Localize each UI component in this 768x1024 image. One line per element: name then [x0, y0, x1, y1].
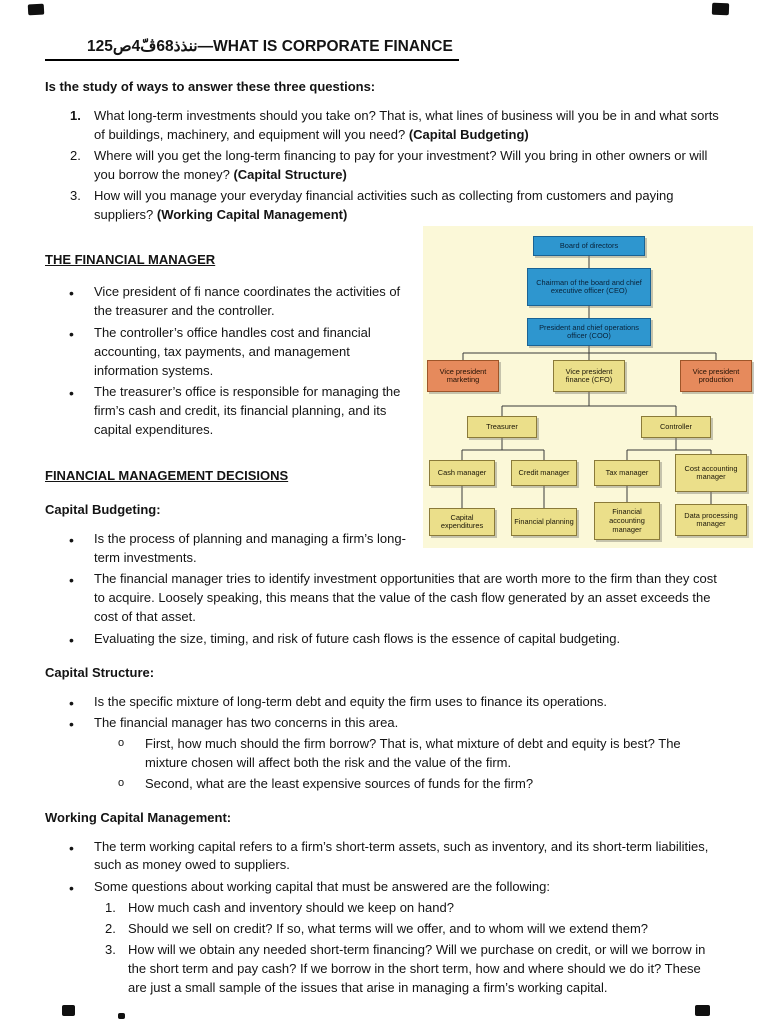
capital-structure-heading: Capital Structure:: [45, 664, 155, 680]
bullet-item: Is the specific mixture of long-term deb…: [45, 693, 723, 713]
bullet-item: Some questions about working capital tha…: [45, 878, 723, 997]
sub-bullet-item: Second, what are the least expensive sou…: [94, 775, 723, 794]
numbered-item: How will we obtain any needed short-term…: [105, 941, 706, 995]
working-capital-questions: How much cash and inventory should we ke…: [94, 899, 723, 997]
orgchart-node-board: Board of directors: [533, 236, 645, 257]
numbered-item: Should we sell on credit? If so, what te…: [105, 920, 649, 939]
financial-manager-list: Vice president of fi nance coordinates t…: [45, 283, 723, 440]
bullet-text: The financial manager has two concerns i…: [94, 715, 399, 731]
document-content: 125ننذذ68ڤّ4ص—WHAT IS CORPORATE FINANCE …: [0, 0, 768, 997]
bullet-item: The financial manager tries to identify …: [45, 570, 723, 627]
bullet-item: Is the process of planning and managing …: [45, 530, 723, 568]
capital-structure-sublist: First, how much should the firm borrow? …: [94, 735, 723, 794]
question-item: What long-term investments should you ta…: [45, 107, 723, 145]
question-item: How will you manage your everyday financ…: [45, 187, 723, 225]
question-term: (Working Capital Management): [156, 206, 348, 222]
bullet-item: Vice president of fi nance coordinates t…: [45, 283, 723, 321]
question-text: Where will you get the long-term financi…: [94, 148, 708, 182]
capital-budgeting-list: Is the process of planning and managing …: [45, 530, 723, 650]
questions-list: What long-term investments should you ta…: [45, 107, 723, 224]
working-capital-list: The term working capital refers to a fir…: [45, 838, 723, 998]
question-item: Where will you get the long-term financi…: [45, 147, 723, 185]
orgchart-node-tax-manager: Tax manager: [594, 460, 660, 487]
question-text: How will you manage your everyday financ…: [94, 187, 674, 222]
capital-budgeting-heading: Capital Budgeting:: [45, 501, 161, 517]
scan-artifact: [118, 1013, 125, 1019]
scan-artifact: [62, 1005, 75, 1016]
question-term: (Capital Structure): [233, 166, 347, 182]
orgchart-node-credit-manager: Credit manager: [511, 460, 577, 487]
scan-artifact: [711, 2, 730, 16]
sub-bullet-item: First, how much should the firm borrow? …: [94, 735, 723, 773]
bullet-item: The controller’s office handles cost and…: [45, 324, 723, 381]
bullet-item: Evaluating the size, timing, and risk of…: [45, 630, 723, 650]
scan-artifact: [27, 3, 45, 16]
decisions-heading: FINANCIAL MANAGEMENT DECISIONS: [45, 467, 289, 483]
page-title-text: 125ننذذ68ڤّ4ص—WHAT IS CORPORATE FINANCE: [45, 36, 459, 62]
intro-text: Is the study of ways to answer these thr…: [45, 79, 376, 95]
question-term: (Capital Budgeting): [408, 127, 529, 143]
numbered-item: How much cash and inventory should we ke…: [105, 899, 454, 918]
orgchart-node-cost-accounting: Cost accounting manager: [675, 454, 747, 493]
bullet-item: The financial manager has two concerns i…: [45, 714, 723, 793]
working-capital-heading: Working Capital Management:: [45, 809, 232, 825]
bullet-item: The treasurer’s office is responsible fo…: [45, 383, 723, 440]
capital-structure-list: Is the specific mixture of long-term deb…: [45, 693, 723, 794]
bullet-item: The term working capital refers to a fir…: [45, 838, 723, 876]
bullet-text: Some questions about working capital tha…: [94, 879, 550, 895]
financial-manager-heading: THE FINANCIAL MANAGER: [45, 252, 216, 268]
orgchart-node-cash-manager: Cash manager: [429, 460, 495, 487]
page-title: 125ننذذ68ڤّ4ص—WHAT IS CORPORATE FINANCE: [45, 36, 723, 62]
scan-artifact: [695, 1005, 710, 1016]
question-text: What long-term investments should you ta…: [94, 108, 719, 143]
